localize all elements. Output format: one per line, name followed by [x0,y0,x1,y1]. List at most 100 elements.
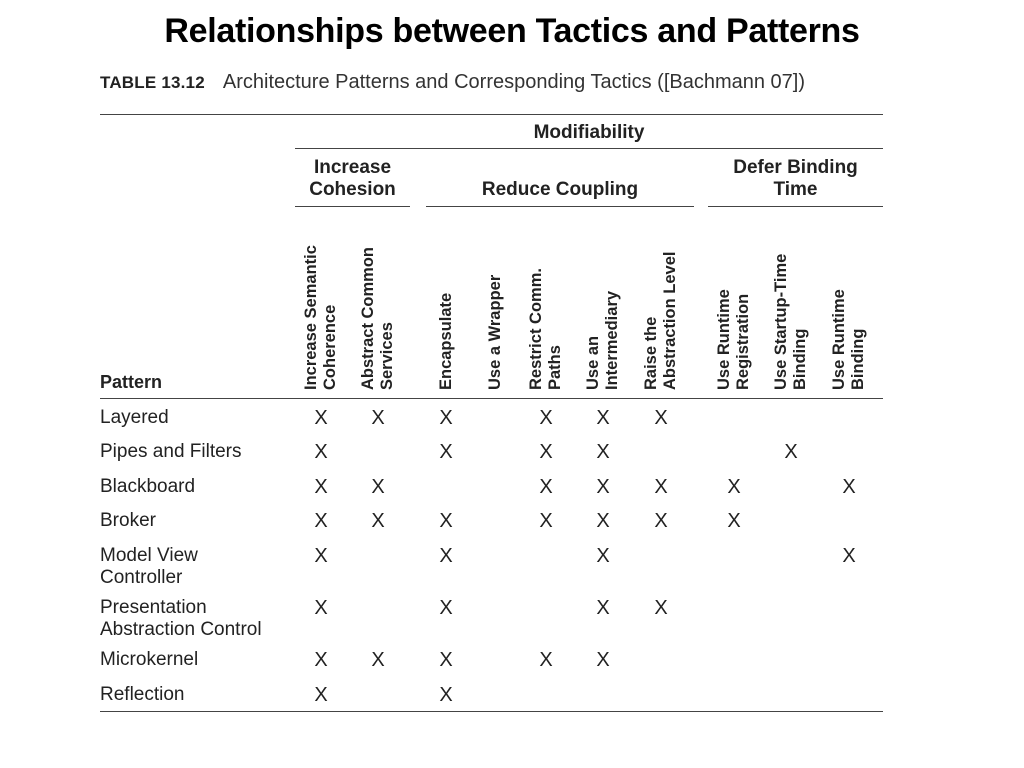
column-header-line: Raise the [642,316,660,390]
tactic-mark: X [596,407,610,429]
tactic-mark: X [314,684,328,706]
tactic-mark: X [439,407,453,429]
column-header-line: Binding [791,328,809,390]
row-pattern-label: Broker [100,510,156,532]
column-header-line: Use Startup-Time [772,253,790,390]
row-pattern-label: Layered [100,407,169,429]
column-header-line: Use Runtime [715,289,733,390]
row-pattern-label: Microkernel [100,649,198,671]
column-header-line: Binding [849,328,867,390]
tactic-mark: X [439,510,453,532]
pattern-name-line: Blackboard [100,476,196,497]
bottom-rule [100,711,883,712]
slide-title: Relationships between Tactics and Patter… [164,12,860,50]
column-header-line: Abstract Common [359,246,377,390]
table-caption: TABLE 13.12 Architecture Patterns and Cor… [100,71,805,94]
tactic-mark: X [596,441,610,463]
tactic-mark: X [539,476,553,498]
column-header-line: Use Runtime [830,289,848,390]
tactic-mark: X [654,510,668,532]
tactic-mark: X [654,407,668,429]
tactic-mark: X [784,441,798,463]
tactic-mark: X [371,649,385,671]
tactic-mark: X [439,545,453,567]
pattern-name-line: Broker [100,510,156,531]
column-header-line: Paths [546,345,564,390]
tactic-mark: X [654,597,668,619]
pattern-name-line: Reflection [100,684,185,705]
tactic-mark: X [314,649,328,671]
column-header-line: Use an [584,335,602,390]
tactic-mark: X [371,407,385,429]
pattern-name-line: Abstraction Control [100,619,262,640]
tactic-mark: X [842,476,856,498]
tactic-mark: X [842,545,856,567]
group-rule-cohesion [295,206,410,207]
column-header-line: Services [378,322,396,390]
tactic-mark: X [314,510,328,532]
column-header-line: Encapsulate [436,292,455,390]
group-rule-coupling [426,206,694,207]
table-caption-text: Architecture Patterns and Corresponding … [222,71,806,93]
column-header-line: Registration [734,293,752,390]
row-pattern-label: Reflection [100,684,185,706]
group-rule-binding [708,206,883,207]
tactic-mark: X [596,649,610,671]
column-header-3: Use a Wrapper [486,275,505,390]
pattern-column-header: Pattern [100,372,163,392]
tactic-mark: X [439,684,453,706]
tactic-mark: X [314,441,328,463]
tactic-mark: X [314,597,328,619]
column-header-line: Increase Semantic [302,245,320,390]
column-header-line: Restrict Comm. [527,268,545,390]
column-header-line: Use a Wrapper [485,274,504,390]
column-header-line: Coherence [321,304,339,390]
tactic-mark: X [439,441,453,463]
tactic-mark: X [314,476,328,498]
tactic-mark: X [596,597,610,619]
group-header-binding: Defer Binding Time [708,157,883,201]
column-header-line: Intermediary [603,290,621,390]
group-cohesion-line2: Cohesion [309,179,396,200]
pattern-name-line: Model View [100,545,198,566]
group-cohesion-line1: Increase [313,157,392,178]
tactic-mark: X [727,510,741,532]
tactic-mark: X [596,476,610,498]
modifiability-header: Modifiability [533,122,645,143]
tactic-mark: X [539,510,553,532]
tactic-mark: X [439,597,453,619]
tactic-mark: X [314,545,328,567]
header-bottom-rule [100,398,883,399]
tactic-mark: X [654,476,668,498]
tactic-mark: X [539,441,553,463]
row-pattern-label: Pipes and Filters [100,441,242,463]
tactic-mark: X [539,649,553,671]
tactic-mark: X [314,407,328,429]
tactic-mark: X [727,476,741,498]
pattern-name-line: Layered [100,407,169,428]
tactic-mark: X [596,545,610,567]
tactic-mark: X [596,510,610,532]
group-binding-line1: Defer Binding [733,157,858,178]
row-pattern-label: Blackboard [100,476,195,498]
column-header-line: Abstraction Level [661,251,679,390]
group-header-coupling: Reduce Coupling [481,179,639,200]
tactic-mark: X [371,510,385,532]
column-header-2: Encapsulate [437,293,456,390]
pattern-name-line: Pipes and Filters [100,441,242,462]
table-label: TABLE 13.12 [100,73,205,92]
tactic-mark: X [371,476,385,498]
pattern-name-line: Presentation [100,597,207,618]
column-header-4: Restrict Comm.Paths [527,268,565,390]
top-rule [100,114,883,115]
pattern-name-line: Controller [100,567,183,588]
pattern-name-line: Microkernel [100,649,199,670]
